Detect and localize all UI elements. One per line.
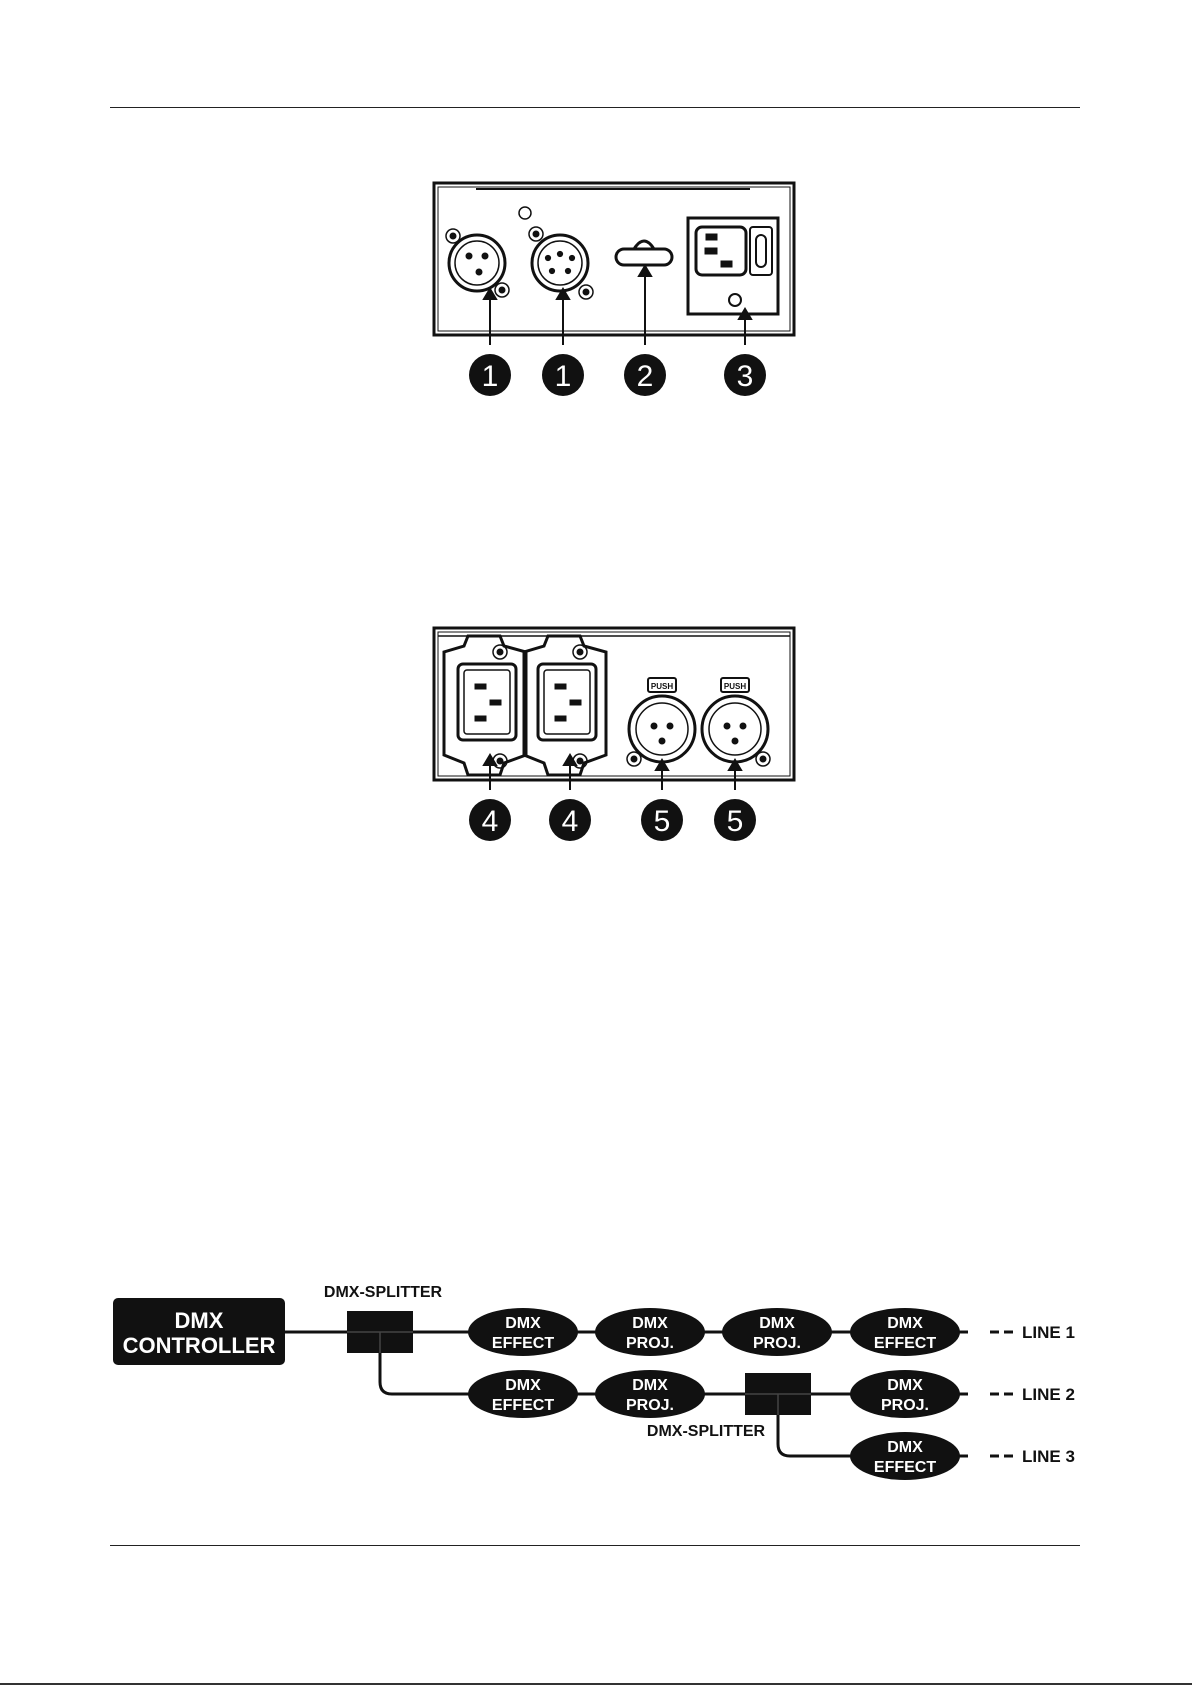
header-rule — [110, 107, 1080, 108]
rear-callout-4b: 4 — [549, 799, 591, 841]
svg-text:2: 2 — [637, 360, 654, 393]
svg-text:EFFECT: EFFECT — [492, 1335, 554, 1352]
rear-callout-5a: 5 — [641, 799, 683, 841]
svg-text:DMX: DMX — [505, 1377, 541, 1394]
svg-text:EFFECT: EFFECT — [492, 1397, 554, 1414]
splitter-mid-label: DMX-SPLITTER — [647, 1423, 766, 1440]
xlr-output-1: PUSH — [627, 678, 695, 766]
line2-device-1: DMX EFFECT — [468, 1370, 578, 1418]
line3-label: LINE 3 — [1022, 1447, 1075, 1466]
svg-text:1: 1 — [555, 360, 572, 393]
svg-text:DMX: DMX — [632, 1377, 668, 1394]
dmx-wiring-diagram: DMX CONTROLLER DMX-SPLITTER DMX-SPLITTER… — [0, 1270, 1192, 1490]
din-5pin-input — [529, 227, 593, 299]
svg-text:PROJ.: PROJ. — [881, 1397, 929, 1414]
svg-text:EFFECT: EFFECT — [874, 1459, 936, 1476]
svg-text:CONTROLLER: CONTROLLER — [123, 1333, 276, 1358]
svg-text:5: 5 — [654, 805, 671, 838]
front-panel-housing — [434, 183, 794, 335]
svg-text:PROJ.: PROJ. — [626, 1335, 674, 1352]
rear-callout-arrows — [484, 755, 741, 790]
svg-text:DMX: DMX — [175, 1308, 224, 1333]
line2-device-3: DMX PROJ. — [850, 1370, 960, 1418]
svg-text:DMX: DMX — [887, 1439, 923, 1456]
svg-text:DMX: DMX — [505, 1315, 541, 1332]
rear-panel-diagram: PUSH PUSH 4 4 5 5 — [420, 620, 810, 845]
footer-rule — [110, 1545, 1080, 1546]
svg-text:EFFECT: EFFECT — [874, 1335, 936, 1352]
front-callout-1a: 1 — [469, 354, 511, 396]
power-outlet-2 — [524, 636, 606, 775]
line1-device-4: DMX EFFECT — [850, 1308, 960, 1356]
rear-callout-4a: 4 — [469, 799, 511, 841]
splitter-top-label: DMX-SPLITTER — [324, 1284, 443, 1301]
svg-text:DMX: DMX — [887, 1377, 923, 1394]
line1-device-1: DMX EFFECT — [468, 1308, 578, 1356]
front-callout-2: 2 — [624, 354, 666, 396]
front-callout-arrows — [484, 266, 751, 345]
line2-label: LINE 2 — [1022, 1385, 1075, 1404]
svg-text:DMX: DMX — [632, 1315, 668, 1332]
dmx-controller: DMX CONTROLLER — [113, 1298, 285, 1365]
xlr-output-2: PUSH — [702, 678, 770, 766]
svg-text:1: 1 — [482, 360, 499, 393]
line1-label: LINE 1 — [1022, 1323, 1075, 1342]
svg-text:PUSH: PUSH — [651, 682, 673, 691]
front-callout-3: 3 — [724, 354, 766, 396]
svg-text:5: 5 — [727, 805, 744, 838]
line3-device-1: DMX EFFECT — [850, 1432, 960, 1480]
svg-text:4: 4 — [562, 805, 579, 838]
power-inlet-with-fuse — [688, 218, 778, 314]
svg-text:PUSH: PUSH — [724, 682, 746, 691]
xlr-3pin-input — [446, 229, 509, 297]
line-continuations — [990, 1332, 1016, 1456]
line1-device-2: DMX PROJ. — [595, 1308, 705, 1356]
svg-text:PROJ.: PROJ. — [626, 1397, 674, 1414]
svg-text:DMX: DMX — [759, 1315, 795, 1332]
line2-device-2: DMX PROJ. — [595, 1370, 705, 1418]
power-outlet-1 — [444, 636, 526, 775]
svg-text:PROJ.: PROJ. — [753, 1335, 801, 1352]
svg-text:4: 4 — [482, 805, 499, 838]
line1-device-3: DMX PROJ. — [722, 1308, 832, 1356]
cable-clamp — [616, 241, 672, 265]
rear-callout-5b: 5 — [714, 799, 756, 841]
front-panel-diagram: 1 1 2 3 — [420, 175, 810, 400]
led-indicator — [519, 207, 531, 219]
svg-text:3: 3 — [737, 360, 754, 393]
svg-text:DMX: DMX — [887, 1315, 923, 1332]
front-callout-1b: 1 — [542, 354, 584, 396]
